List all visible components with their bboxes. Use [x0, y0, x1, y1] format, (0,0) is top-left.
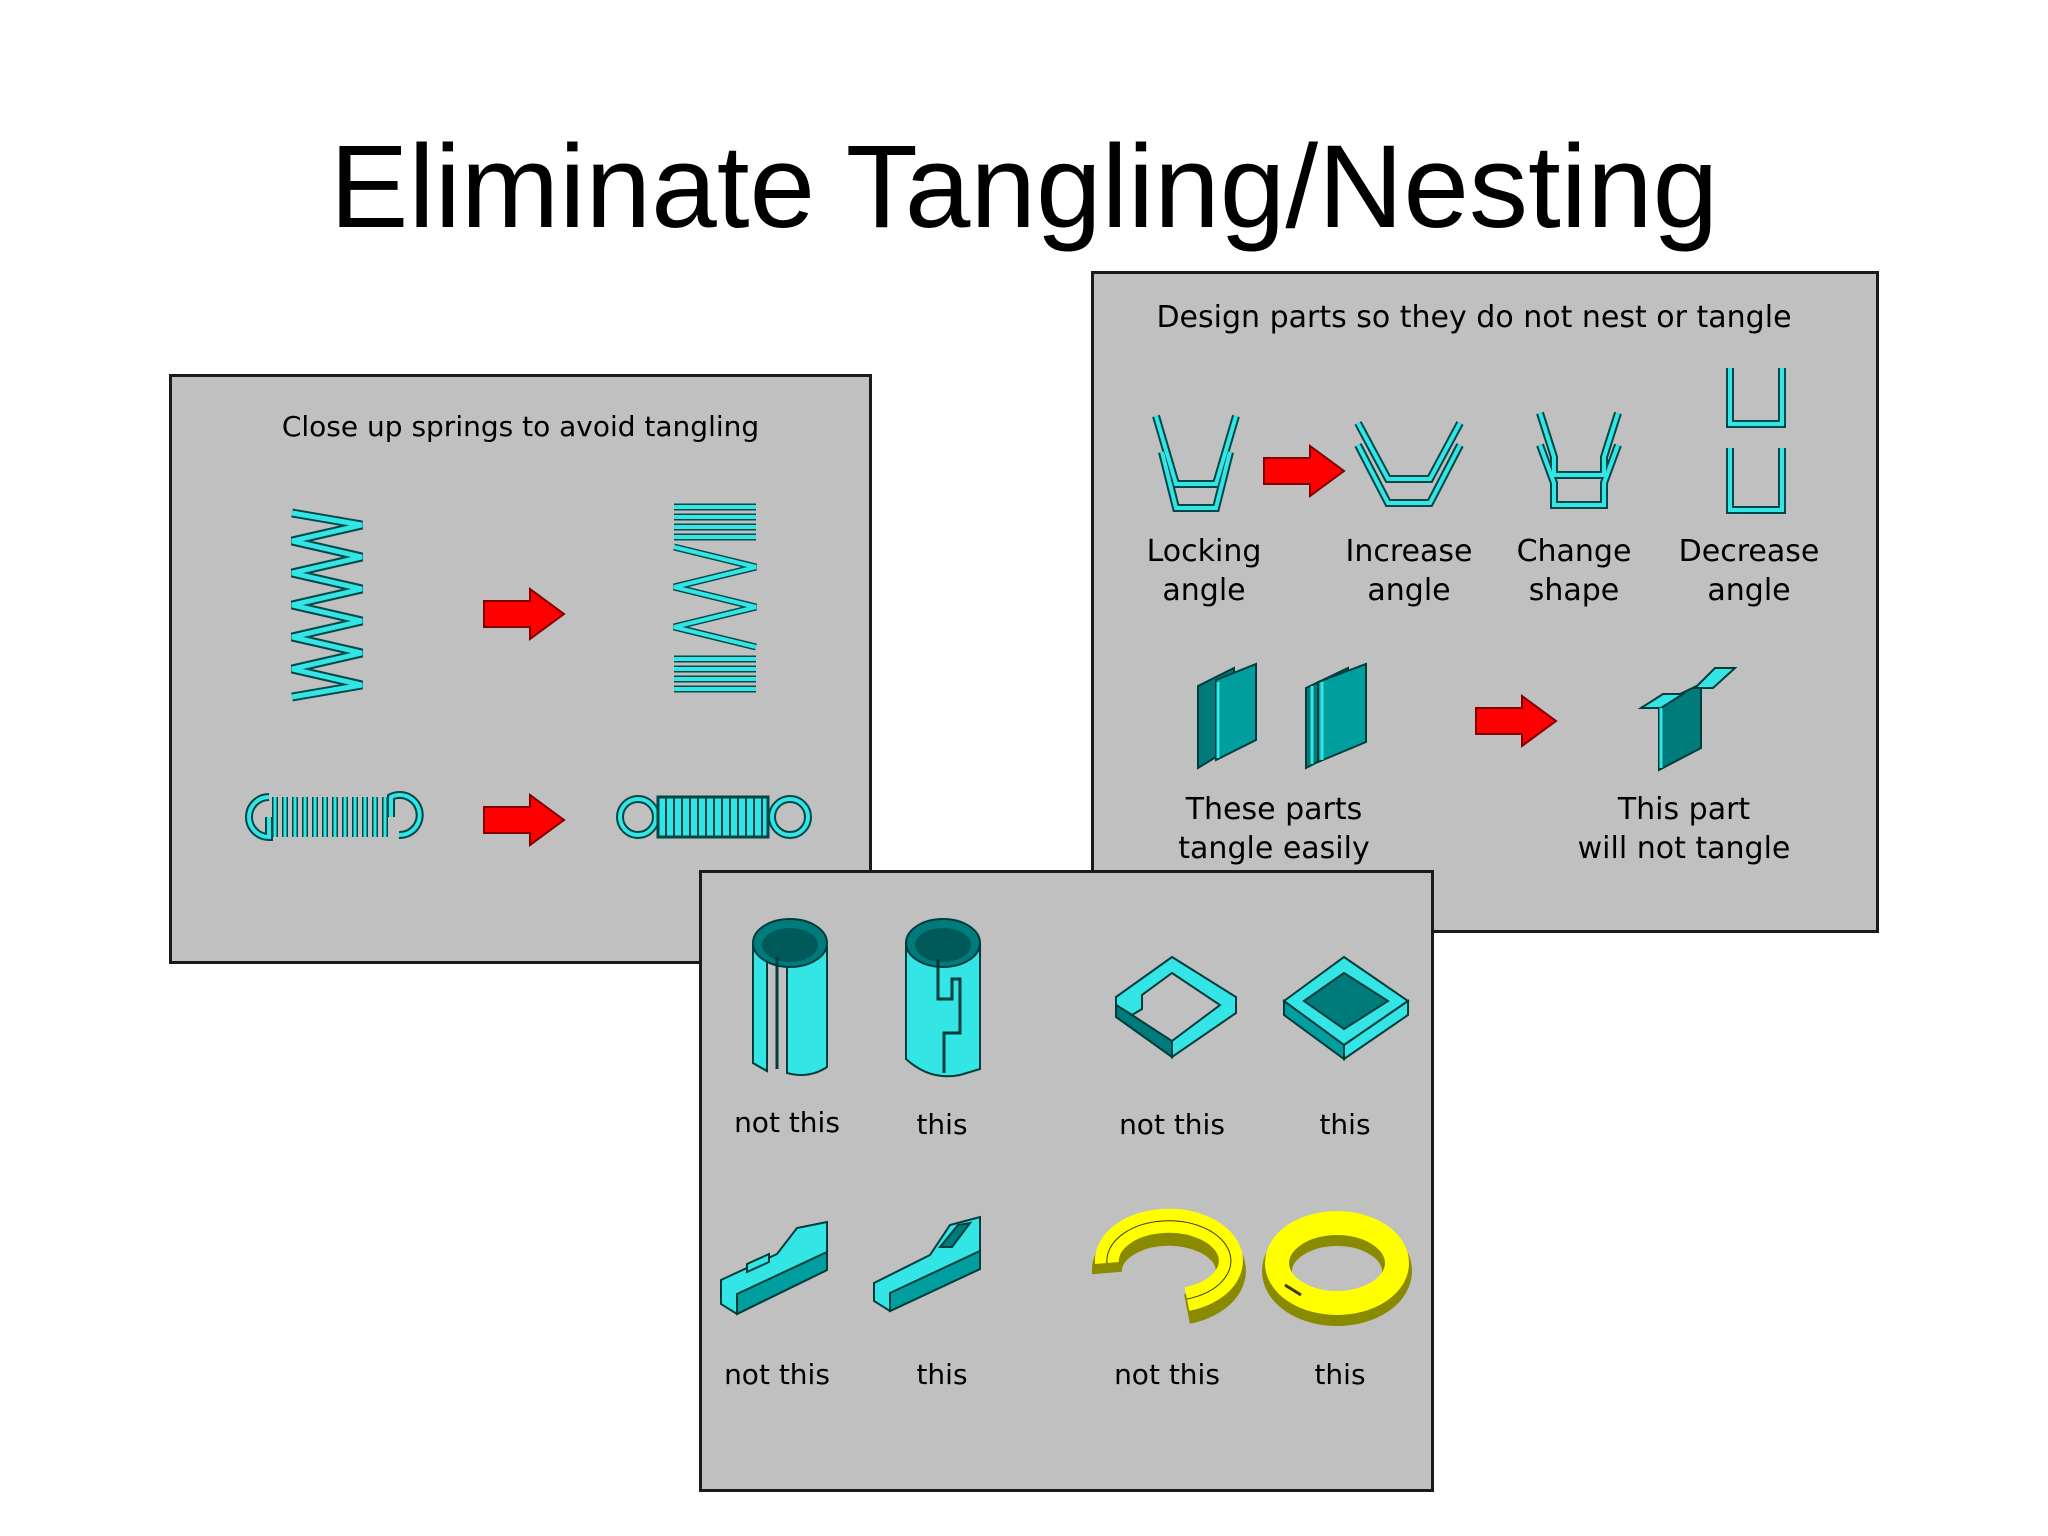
- decrease-angle-part-icon: [1726, 368, 1786, 514]
- red-arrow-icon: [1263, 444, 1346, 498]
- locking-angle-label: Locking angle: [1134, 532, 1274, 610]
- springs-panel: Close up springs to avoid tangling: [169, 374, 872, 964]
- tangle-easily-label: These parts tangle easily: [1154, 790, 1394, 868]
- change-shape-line1: Change: [1516, 534, 1632, 569]
- will-not-tangle-line1: This part: [1617, 792, 1751, 827]
- tube-this-label: this: [916, 1108, 968, 1141]
- red-arrow-icon: [483, 587, 566, 641]
- slide-title: Eliminate Tangling/Nesting: [329, 121, 1719, 253]
- change-shape-part-icon: [1536, 411, 1622, 509]
- change-shape-line2: shape: [1528, 573, 1620, 608]
- frame-this-label: this: [1319, 1108, 1371, 1141]
- decrease-angle-line2: angle: [1707, 573, 1791, 608]
- interlocked-clip-part-icon: [1305, 662, 1367, 770]
- increase-angle-line2: angle: [1367, 573, 1451, 608]
- tangled-clip-part-icon: [1197, 662, 1257, 770]
- ring-not-this-label: not this: [1114, 1358, 1220, 1391]
- closed-bracket-part-icon: [873, 1215, 981, 1313]
- locking-angle-line2: angle: [1162, 573, 1246, 608]
- will-not-tangle-label: This part will not tangle: [1564, 790, 1804, 868]
- closed-compression-spring-icon: [673, 503, 757, 693]
- open-extension-spring-icon: [245, 791, 424, 842]
- tangle-easily-line2: tangle easily: [1178, 831, 1370, 866]
- decrease-angle-label: Decrease angle: [1669, 532, 1829, 610]
- decrease-angle-line1: Decrease: [1678, 534, 1820, 569]
- increase-angle-label: Increase angle: [1339, 532, 1479, 610]
- closed-square-frame-icon: [1282, 955, 1410, 1061]
- non-tangling-clip-part-icon: [1637, 667, 1738, 772]
- locking-angle-line1: Locking: [1146, 534, 1262, 569]
- tube-not-this-label: not this: [734, 1106, 840, 1139]
- will-not-tangle-line2: will not tangle: [1577, 831, 1791, 866]
- closed-split-ring-icon: [1262, 1211, 1412, 1326]
- nesting-panel: Design parts so they do not nest or tang…: [1091, 271, 1879, 933]
- locking-angle-part-icon: [1152, 414, 1240, 512]
- open-square-frame-icon: [1115, 955, 1237, 1059]
- nesting-caption: Design parts so they do not nest or tang…: [1156, 300, 1792, 335]
- ring-this-label: this: [1314, 1358, 1366, 1391]
- interlocked-tube-icon: [905, 918, 981, 1078]
- shape-examples-panel: not this this not this this not this thi…: [699, 870, 1434, 1492]
- open-bracket-part-icon: [720, 1220, 828, 1316]
- bracket-not-this-label: not this: [724, 1358, 830, 1391]
- change-shape-label: Change shape: [1504, 532, 1644, 610]
- increase-angle-part-icon: [1354, 421, 1464, 507]
- bracket-this-label: this: [916, 1358, 968, 1391]
- increase-angle-line1: Increase: [1345, 534, 1473, 569]
- closed-extension-spring-icon: [616, 795, 812, 839]
- red-arrow-icon: [483, 793, 566, 847]
- open-tube-icon: [752, 918, 828, 1076]
- springs-caption: Close up springs to avoid tangling: [281, 410, 760, 443]
- red-arrow-icon: [1475, 694, 1558, 748]
- open-split-ring-icon: [1091, 1208, 1246, 1324]
- open-compression-spring-icon: [290, 508, 364, 702]
- frame-not-this-label: not this: [1119, 1108, 1225, 1141]
- tangle-easily-line1: These parts: [1185, 792, 1363, 827]
